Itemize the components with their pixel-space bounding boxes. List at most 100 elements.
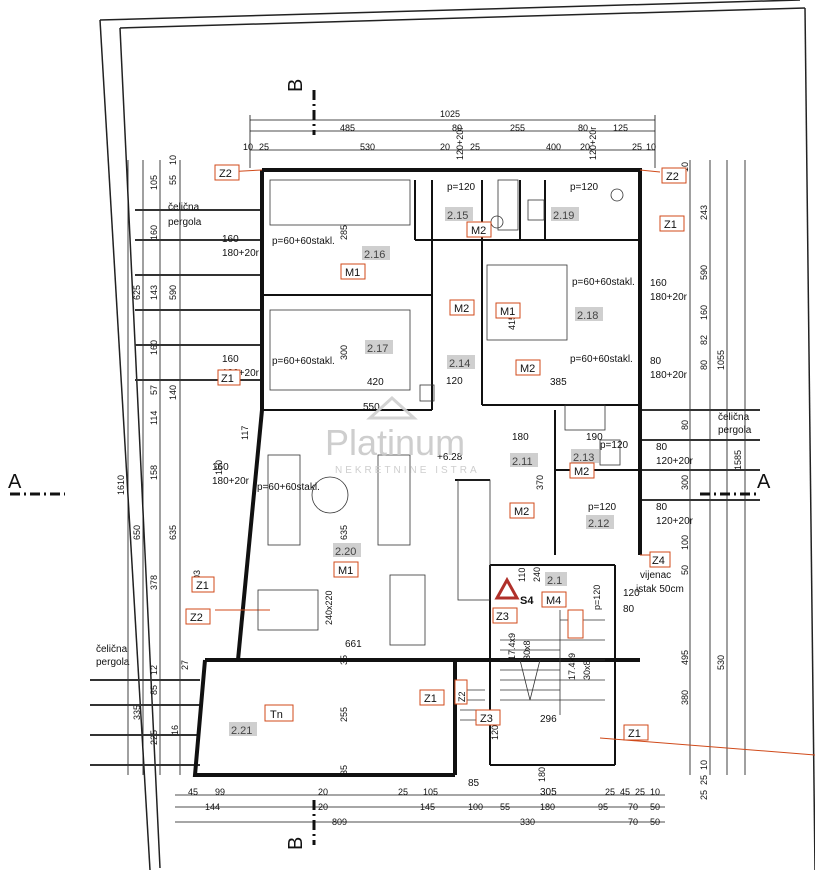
section-b-top: B <box>285 79 307 92</box>
top-dim-total: 1025 <box>440 109 460 119</box>
left-dim: 85 <box>149 685 159 695</box>
stairs-label: 30x8 <box>582 660 592 680</box>
cornice-label: istak 50cm <box>636 584 684 595</box>
pergola-label: čelična <box>96 644 128 655</box>
top-dim: 400 <box>546 142 561 152</box>
plot-boundary <box>99 0 815 871</box>
dim-label: 240 <box>532 567 542 582</box>
tag-z2: Z2 <box>457 691 467 702</box>
pergola-beams <box>90 209 760 766</box>
bottom-dim: 145 <box>420 802 435 812</box>
right-dim: 590 <box>699 265 709 280</box>
bottom-dim: 99 <box>215 787 225 797</box>
right-dim: 243 <box>699 205 709 220</box>
window-annotation: 120+20r <box>656 516 694 527</box>
door-annotation: p=60+60stakl. <box>257 482 320 493</box>
room-number: 2.20 <box>335 546 356 558</box>
bottom-dimension-lines <box>175 794 665 823</box>
room-number: 2.17 <box>367 343 388 355</box>
tag-m2: M2 <box>454 303 469 315</box>
dim-label: 120 <box>623 588 640 599</box>
bottom-dim: 809 <box>332 817 347 827</box>
left-dim: 114 <box>149 411 159 425</box>
window-annotation: 180+20r <box>222 368 260 379</box>
left-dim: 143 <box>149 285 159 300</box>
left-dim-outer: 1610 <box>116 475 126 495</box>
top-dim: 10 <box>243 142 253 152</box>
left-dim: 625 <box>132 285 142 300</box>
top-dim: 25 <box>632 142 642 152</box>
left-dim: 140 <box>168 385 178 400</box>
top-dim: 25 <box>259 142 269 152</box>
door-annotation: p=120 <box>592 585 602 610</box>
top-dimension-lines <box>249 115 656 168</box>
left-dimension-lines <box>127 160 181 775</box>
tag-z1: Z1 <box>424 693 437 705</box>
right-dim: 10 <box>699 760 709 770</box>
dim-label: 190 <box>586 432 603 443</box>
level-mark: +6.28 <box>437 452 463 463</box>
dim-label: 35 <box>339 655 349 665</box>
right-dim: 25 <box>699 790 709 800</box>
right-dim: 82 <box>699 335 709 345</box>
bottom-dim: 144 <box>205 802 220 812</box>
watermark: Platinum NEKRETNINE ISTRA <box>325 395 480 476</box>
dim-label: 120 <box>490 725 500 740</box>
tag-m2: M2 <box>471 225 486 237</box>
left-dim: 55 <box>168 175 178 185</box>
pergola-label: čelična <box>168 202 200 213</box>
right-dim-outer: 1585 <box>733 450 743 470</box>
tag-z1: Z1 <box>221 373 234 385</box>
window-annotation: 120+20r <box>656 456 694 467</box>
right-dim: 80 <box>699 360 709 370</box>
room-number: 2.21 <box>231 725 252 737</box>
tag-m1: M1 <box>345 267 360 279</box>
room-number: 2.18 <box>577 310 598 322</box>
left-dim: 16 <box>170 725 180 735</box>
top-dim: 25 <box>470 142 480 152</box>
left-dim: 160 <box>149 340 159 355</box>
bottom-dim: 25 <box>635 787 645 797</box>
dim-label: 285 <box>339 225 349 240</box>
bottom-dim: 25 <box>605 787 615 797</box>
dim-label: 117 <box>240 426 250 440</box>
s4-label: S4 <box>520 595 534 607</box>
left-dim: 378 <box>149 575 159 590</box>
tag-m2: M2 <box>514 506 529 518</box>
top-dim: 10 <box>646 142 656 152</box>
dim-label: 385 <box>550 377 567 388</box>
dim-label: 110 <box>517 568 527 582</box>
bottom-dim: 50 <box>650 802 660 812</box>
bottom-dim: 70 <box>628 802 638 812</box>
top-dim: 485 <box>340 123 355 133</box>
window-annotation: 160 <box>212 462 229 473</box>
bottom-dim: 70 <box>628 817 638 827</box>
dim-label: 35 <box>339 765 349 775</box>
door-annotation: p=120 <box>600 440 629 451</box>
bottom-dim: 45 <box>620 787 630 797</box>
door-annotation: p=60+60stakl. <box>272 356 335 367</box>
watermark-sub: NEKRETNINE ISTRA <box>335 465 480 476</box>
watermark-main: Platinum <box>325 422 465 463</box>
bottom-dim: 20 <box>318 802 328 812</box>
bottom-dim: 105 <box>423 787 438 797</box>
window-annotation: 180+20r <box>650 370 688 381</box>
left-dim: 590 <box>168 285 178 300</box>
door-annotation: p=60+60stakl. <box>572 277 635 288</box>
left-dim: 12 <box>149 665 159 675</box>
top-small-dim: 120+20r <box>588 127 598 160</box>
tag-m2: M2 <box>574 466 589 478</box>
right-dim: 380 <box>680 690 690 705</box>
bottom-dim: 20 <box>318 787 328 797</box>
left-dim: 105 <box>149 175 159 190</box>
section-a-left: A <box>8 471 22 493</box>
tag-z2: Z2 <box>190 612 203 624</box>
bottom-dim: 95 <box>598 802 608 812</box>
window-annotation: 160 <box>650 278 667 289</box>
bottom-dim: 50 <box>650 817 660 827</box>
right-dim: 100 <box>680 535 690 550</box>
tag-m4: M4 <box>546 595 561 607</box>
top-dim: 125 <box>613 123 628 133</box>
left-dim: 335 <box>132 705 142 720</box>
